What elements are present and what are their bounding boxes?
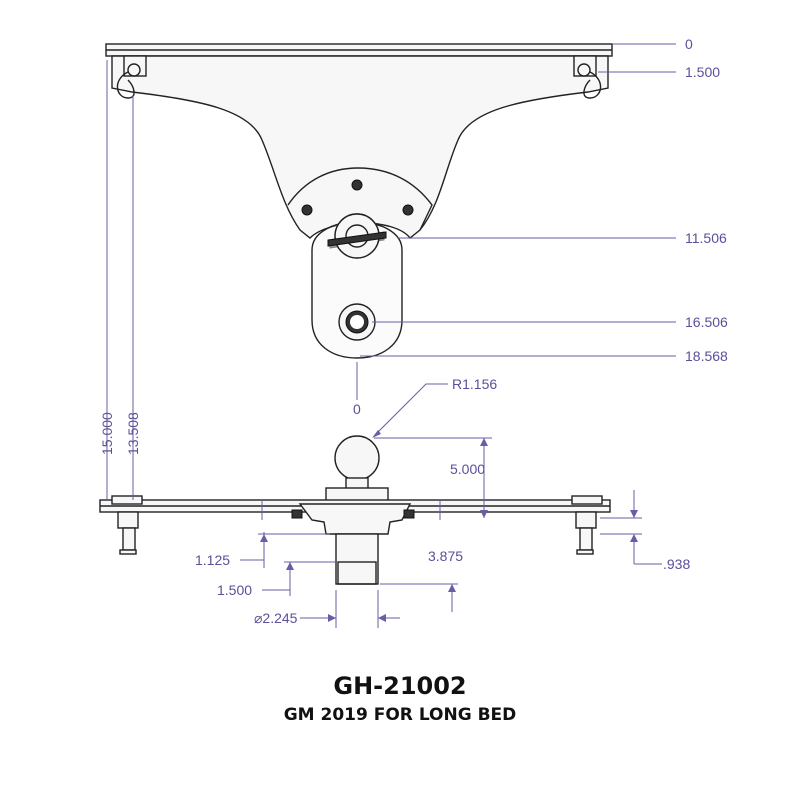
right-pin bbox=[573, 55, 602, 99]
part-subtitle: GM 2019 FOR LONG BED bbox=[284, 705, 517, 725]
dimension-lines bbox=[106, 43, 676, 628]
dim-pin-height: 1.500 bbox=[685, 64, 720, 80]
dim-ball-radius: R1.156 bbox=[452, 376, 497, 392]
dim-left-outer: 15.000 bbox=[99, 412, 115, 455]
dim-lower-socket: 16.506 bbox=[685, 314, 728, 330]
dim-stem-offset-2: 1.500 bbox=[217, 582, 252, 598]
dim-shank-diameter: ⌀2.245 bbox=[254, 610, 298, 626]
top-mounting-plate bbox=[105, 43, 613, 359]
part-number-title: GH-21002 bbox=[333, 672, 466, 700]
dim-stem-offset: 1.125 bbox=[195, 552, 230, 568]
ball-assembly bbox=[99, 435, 611, 585]
dim-socket-ref: 0 bbox=[353, 401, 361, 417]
dim-upper-socket: 11.506 bbox=[685, 230, 727, 246]
dim-top-ref: 0 bbox=[685, 36, 693, 52]
dim-left-inner: 13.508 bbox=[125, 412, 141, 455]
dim-bolt-length: .938 bbox=[663, 556, 690, 572]
left-pin bbox=[116, 55, 147, 99]
dim-shank-depth: 3.875 bbox=[428, 548, 463, 564]
dim-ball-height: 5.000 bbox=[450, 461, 485, 477]
dim-plate-bottom: 18.568 bbox=[685, 348, 728, 364]
